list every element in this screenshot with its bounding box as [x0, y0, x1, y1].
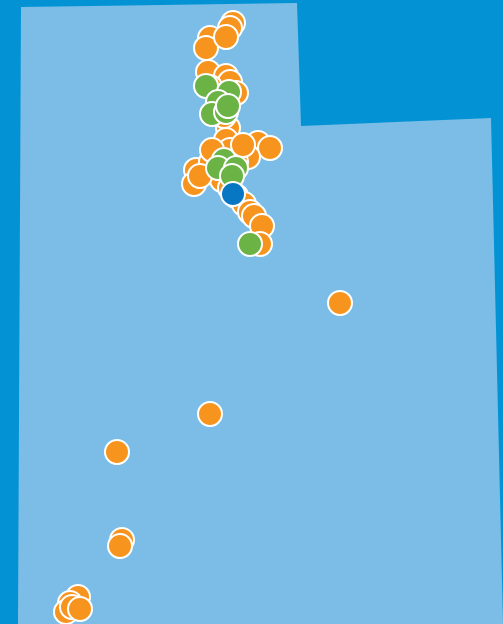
- orange-location-marker[interactable]: [197, 401, 223, 427]
- orange-location-marker[interactable]: [107, 533, 133, 559]
- markers-layer: [53, 10, 353, 624]
- green-location-marker[interactable]: [215, 93, 241, 119]
- orange-location-marker[interactable]: [213, 24, 239, 50]
- orange-location-marker[interactable]: [104, 439, 130, 465]
- utah-state-shape: [18, 3, 503, 624]
- orange-location-marker[interactable]: [257, 135, 283, 161]
- orange-location-marker[interactable]: [230, 132, 256, 158]
- blue-location-marker[interactable]: [220, 181, 246, 207]
- orange-location-marker[interactable]: [327, 290, 353, 316]
- orange-location-marker[interactable]: [67, 596, 93, 622]
- green-location-marker[interactable]: [237, 231, 263, 257]
